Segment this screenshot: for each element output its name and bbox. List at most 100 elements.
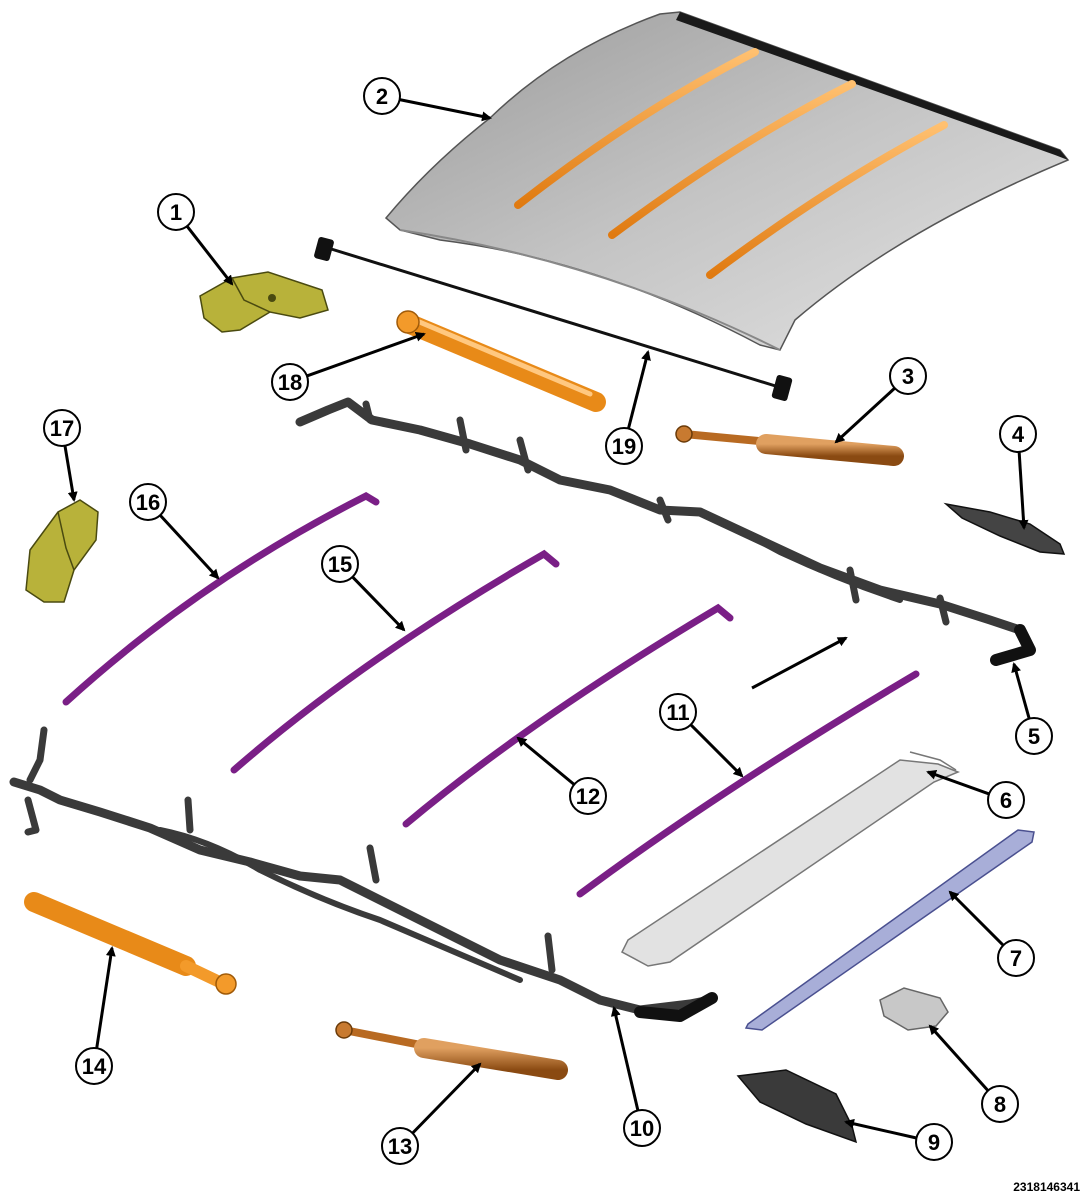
- bracket-17: [25, 499, 99, 603]
- callout-label-9: 9: [928, 1130, 940, 1155]
- callout-circle-19: [605, 427, 643, 465]
- callout-circle-4: [999, 415, 1037, 453]
- callout-circle-13: [381, 1127, 419, 1165]
- callout-label-14: 14: [82, 1054, 107, 1079]
- callout-label-5: 5: [1028, 724, 1040, 749]
- seal-11: [576, 670, 920, 898]
- side-rail-6: [621, 751, 960, 967]
- callout-leader-10: [610, 1006, 640, 1111]
- callout-label-2: 2: [376, 84, 388, 109]
- lift-strut-3: [675, 425, 904, 466]
- callout-17: 17: [43, 409, 81, 502]
- callout-circle-2: [363, 77, 401, 115]
- callout-circle-16: [129, 483, 167, 521]
- callout-circle-3: [889, 357, 927, 395]
- callout-leader-6: [926, 769, 990, 796]
- callout-circle-5: [1015, 717, 1053, 755]
- callout-circle-11: [659, 693, 697, 731]
- callout-circle-10: [623, 1109, 661, 1147]
- callout-leader-19: [626, 350, 651, 429]
- callout-13: 13: [381, 1062, 482, 1165]
- bracket-4: [943, 502, 1066, 555]
- callout-1: 1: [157, 193, 234, 286]
- side-rail-7: [744, 829, 1035, 1031]
- callout-label-8: 8: [994, 1092, 1006, 1117]
- callout-15: 15: [321, 545, 406, 632]
- callout-leader-4: [1017, 451, 1029, 530]
- callout-8: 8: [928, 1024, 1019, 1123]
- callout-18: 18: [271, 331, 426, 401]
- callout-circle-17: [43, 409, 81, 447]
- callout-leader-14: [95, 946, 116, 1049]
- callout-leader-2: [399, 98, 492, 122]
- bracket-9: [736, 1069, 858, 1144]
- reference-number: 2318146341: [1013, 1180, 1080, 1194]
- callout-leader-3: [834, 387, 896, 444]
- callout-leader-13: [411, 1062, 482, 1135]
- callout-label-15: 15: [328, 552, 352, 577]
- callout-7: 7: [948, 890, 1035, 977]
- callout-leader-18: [306, 331, 426, 378]
- wiring-harness-upper: [295, 397, 1036, 666]
- callout-circle-6: [987, 781, 1025, 819]
- callout-circle-1: [157, 193, 195, 231]
- callout-label-3: 3: [902, 364, 914, 389]
- callout-19: 19: [605, 350, 651, 465]
- callout-5: 5: [1011, 662, 1053, 755]
- callout-circle-15: [321, 545, 359, 583]
- callout-circle-8: [981, 1085, 1019, 1123]
- callout-leader-7: [948, 890, 1005, 947]
- seal-12: [402, 603, 734, 828]
- roof-panel: [384, 11, 1070, 351]
- callout-3: 3: [834, 357, 927, 444]
- callout-circle-14: [75, 1047, 113, 1085]
- callout-6: 6: [926, 769, 1025, 819]
- callout-10: 10: [610, 1006, 661, 1147]
- callout-leader-5: [1011, 662, 1031, 720]
- callout-label-18: 18: [278, 370, 302, 395]
- callout-circle-12: [569, 777, 607, 815]
- callout-label-17: 17: [50, 416, 74, 441]
- callout-leader-12: [516, 736, 576, 786]
- callout-label-16: 16: [136, 490, 160, 515]
- callout-label-7: 7: [1010, 946, 1022, 971]
- callout-label-4: 4: [1012, 422, 1025, 447]
- callout-2: 2: [363, 77, 492, 122]
- roof-bow-strip-middle: [608, 80, 856, 239]
- callout-leader-16: [159, 514, 220, 580]
- lift-strut-13: [335, 1021, 568, 1080]
- callout-circle-9: [915, 1123, 953, 1161]
- callout-label-1: 1: [170, 200, 182, 225]
- callout-label-19: 19: [612, 434, 636, 459]
- callout-leader-9: [844, 1118, 917, 1140]
- callout-leader-11: [689, 723, 744, 778]
- roof-bow-strip-rear: [706, 121, 948, 279]
- callout-label-6: 6: [1000, 788, 1012, 813]
- callout-leader-17: [63, 445, 78, 502]
- roof-bow-strip-front: [514, 48, 759, 209]
- tether-cable: [314, 236, 793, 401]
- seal-16: [62, 492, 380, 706]
- callout-label-11: 11: [666, 700, 689, 725]
- callout-leader-1: [185, 225, 234, 286]
- callout-12: 12: [516, 736, 607, 815]
- callout-14: 14: [75, 946, 116, 1085]
- callout-leader-8: [928, 1024, 990, 1092]
- callout-label-12: 12: [576, 784, 600, 809]
- clip-8: [879, 987, 949, 1031]
- callout-11: 11: [659, 693, 744, 778]
- callout-circle-18: [271, 363, 309, 401]
- callout-label-10: 10: [630, 1116, 654, 1141]
- seal-15: [230, 549, 560, 774]
- direction-arrow: [751, 636, 848, 690]
- callout-circle-7: [997, 939, 1035, 977]
- callout-4: 4: [999, 415, 1037, 530]
- wiring-harness-lower: [9, 726, 718, 1022]
- lift-strut-18: [396, 310, 606, 412]
- callout-9: 9: [844, 1118, 953, 1161]
- callout-label-13: 13: [388, 1134, 412, 1159]
- callout-leader-15: [351, 575, 406, 632]
- lift-strut-14: [24, 892, 237, 995]
